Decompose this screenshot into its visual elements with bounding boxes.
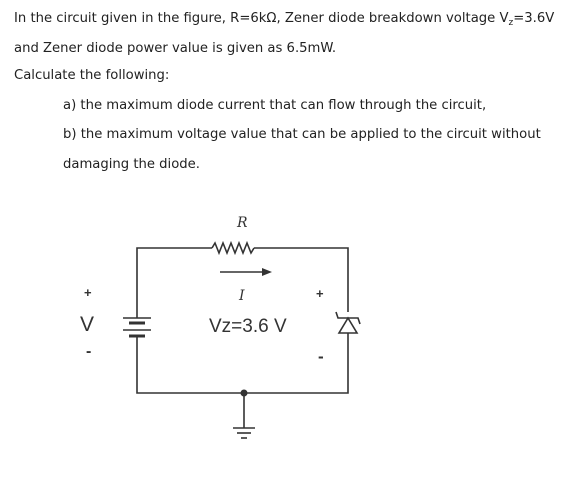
zener-diode-icon — [335, 311, 361, 334]
zener-voltage-label: Vz=3.6 V — [209, 316, 287, 337]
ground-icon — [233, 389, 255, 439]
question-a: a) the maximum diode current that can fl… — [63, 98, 487, 113]
problem-instruction: Calculate the following: — [14, 68, 170, 83]
current-label: I — [238, 288, 245, 304]
zener-plus-sign: + — [316, 286, 324, 301]
source-voltage-label: V — [80, 313, 94, 336]
problem-line-2: and Zener diode power value is given as … — [14, 41, 337, 56]
wire-top-left — [136, 247, 212, 318]
problem-line-1-text: In the circuit given in the figure, R=6k… — [14, 11, 509, 26]
resistor-symbol — [211, 240, 255, 256]
wire-right-bottom — [136, 333, 349, 394]
wire-top-right — [254, 247, 349, 312]
zener-minus-sign: - — [318, 347, 324, 366]
battery-symbol — [123, 317, 151, 338]
question-b-line-1: b) the maximum voltage value that can be… — [63, 127, 541, 142]
source-minus-sign: - — [86, 343, 91, 360]
vz-subscript: z — [508, 18, 514, 28]
source-plus-sign: + — [84, 285, 92, 300]
resistor-label: R — [236, 215, 248, 231]
problem-line-1-value: =3.6V — [513, 11, 555, 26]
current-arrowhead — [262, 268, 272, 276]
question-b-line-2: damaging the diode. — [63, 157, 200, 172]
problem-line-1: In the circuit given in the figure, R=6k… — [14, 10, 554, 32]
